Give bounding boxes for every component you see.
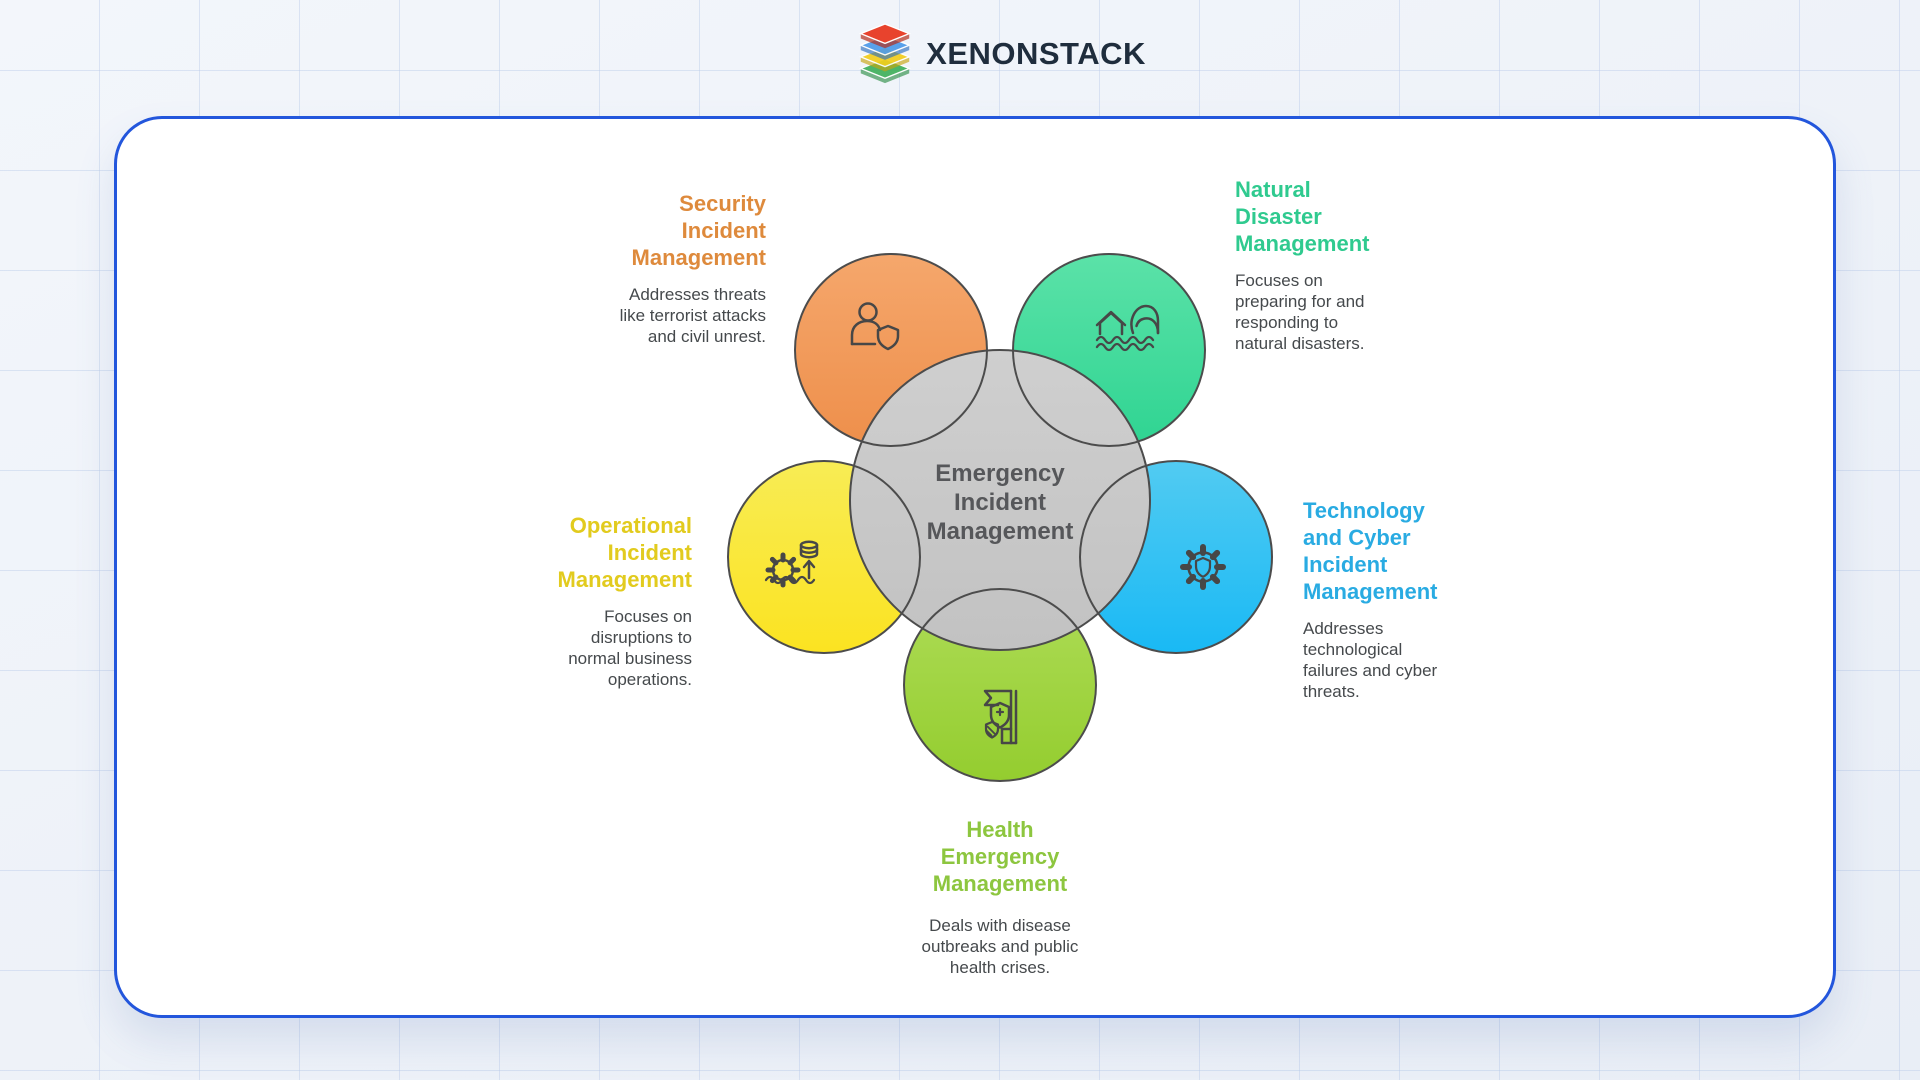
- node-security-title: Security Incident Management: [631, 191, 766, 270]
- content-card: [114, 116, 1836, 1018]
- center-label: Emergency Incident Management: [926, 460, 1074, 545]
- node-technology-cyber: Technology and Cyber Incident Management…: [1303, 497, 1553, 702]
- node-operational-description: Focuses on disruptions to normal busines…: [568, 607, 692, 689]
- node-natural-disaster-title: Natural Disaster Management: [1235, 177, 1370, 256]
- tsunami-house-icon: [1095, 304, 1160, 352]
- gear-shield-icon: [1180, 544, 1226, 590]
- node-health-title: Health Emergency Management: [932, 817, 1068, 896]
- node-natural-disaster: Natural Disaster Management Focuses on p…: [1235, 176, 1485, 354]
- node-security-description: Addresses threats like terrorist attacks…: [619, 285, 766, 346]
- gear-water-data-icon: [764, 540, 819, 588]
- person-shield-icon: [850, 302, 900, 351]
- node-operational-title: Operational Incident Management: [557, 513, 692, 592]
- node-health-description: Deals with disease outbreaks and public …: [921, 916, 1079, 977]
- node-natural-disaster-description: Focuses on preparing for and responding …: [1235, 271, 1365, 353]
- node-operational: Operational Incident Management Focuses …: [412, 512, 692, 690]
- logo: XENONSTACK: [80, 22, 1920, 86]
- node-health: Health Emergency Management Deals with d…: [800, 816, 1200, 978]
- node-technology-cyber-description: Addresses technological failures and cyb…: [1303, 619, 1438, 701]
- circle-center: [850, 350, 1150, 650]
- health-flag-shield-icon: [983, 689, 1018, 745]
- layer-stack-icon: [859, 23, 912, 84]
- logo-text: XENONSTACK: [926, 36, 1146, 71]
- node-security: Security Incident Management Addresses t…: [466, 190, 766, 347]
- node-technology-cyber-title: Technology and Cyber Incident Management: [1303, 498, 1438, 604]
